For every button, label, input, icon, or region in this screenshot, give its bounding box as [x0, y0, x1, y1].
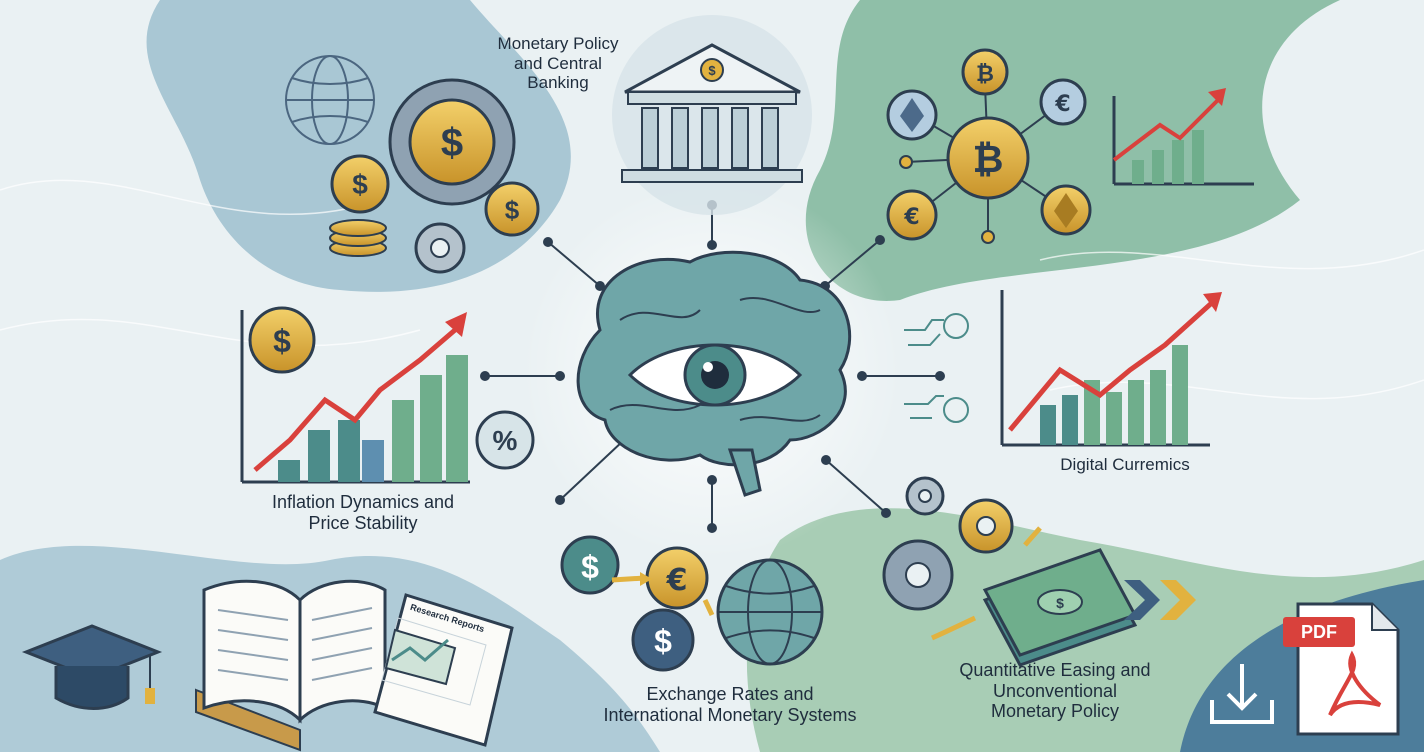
wave-right-1 [1039, 249, 1424, 270]
coin-dollar-1: $ [441, 121, 463, 165]
qe-line-2: Unconventional [992, 680, 1118, 701]
download-icon[interactable] [1210, 664, 1274, 724]
exchange-line-2: International Monetary Systems [603, 704, 857, 725]
bitcoin-top: ₿ [976, 62, 994, 87]
wave-right-2 [1049, 379, 1424, 400]
brain-eye-icon [576, 250, 852, 497]
digital-currencies-title: Digital Curremics [1030, 455, 1220, 475]
coin-dollar-3: $ [505, 195, 520, 225]
money-dollar: $ [1056, 595, 1064, 611]
graduation-cap-icon [21, 624, 163, 710]
globe-icon [285, 55, 375, 145]
globe-icon-exchange [716, 558, 824, 666]
open-book-icon [195, 579, 387, 752]
digital-line-1: Digital Curremics [1060, 455, 1190, 474]
monetary-policy-line-2: and Central [514, 53, 602, 73]
wave-left-2 [0, 318, 421, 347]
research-report-icon [373, 593, 514, 747]
inflation-title: Inflation Dynamics and Price Stability [238, 492, 488, 533]
exchange-euro: € [666, 563, 688, 598]
inflation-coin-dollar: $ [273, 323, 291, 359]
exchange-icon: $ € $ [560, 535, 715, 672]
bitcoin-center: ₿ [973, 137, 1004, 181]
gear-coin-icon: $ [388, 78, 516, 206]
exchange-dollar-green: $ [581, 549, 599, 585]
qe-line-3: Monetary Policy [990, 701, 1120, 722]
trend-chart-icon-top [1112, 88, 1254, 186]
exchange-line-1: Exchange Rates and [646, 684, 814, 704]
percent-icon: % [492, 425, 518, 456]
digital-chart-icon [1000, 290, 1222, 447]
dollar-coin-icon: $ $ [329, 154, 540, 257]
euro-coin-bottom: € [903, 205, 919, 230]
euro-coin-top: € [1054, 92, 1070, 117]
inflation-chart-icon: $ [240, 306, 535, 484]
gear-icon [414, 222, 466, 274]
wave-left-1 [0, 179, 381, 215]
region-top-right [805, 0, 1340, 301]
bank-dollar-sign: $ [708, 63, 716, 78]
inflation-line-1: Inflation Dynamics and [271, 492, 455, 512]
qe-gears-icon [882, 476, 1014, 611]
monetary-policy-line-3: Banking [527, 73, 589, 93]
monetary-policy-title: Monetary Policy and Central Banking [468, 34, 648, 93]
qe-line-1: Quantitative Easing and [959, 660, 1151, 680]
crypto-network-icon: ₿ ₿ € € [886, 48, 1092, 244]
connectors [480, 200, 945, 533]
qe-title: Quantitative Easing and Unconventional M… [930, 660, 1180, 722]
bank-icon: $ [612, 15, 812, 215]
exchange-rates-title: Exchange Rates and International Monetar… [565, 684, 895, 725]
inflation-line-2: Price Stability [308, 512, 418, 533]
monetary-policy-line-1: Monetary Policy [497, 34, 619, 53]
coin-dollar-2: $ [352, 169, 368, 200]
region-top-left [146, 0, 571, 292]
exchange-dollar-blue: $ [654, 623, 672, 659]
pdf-label[interactable]: PDF [1283, 617, 1355, 647]
circuit-gear-icon [904, 313, 969, 423]
money-stack-icon: $ [930, 526, 1196, 667]
